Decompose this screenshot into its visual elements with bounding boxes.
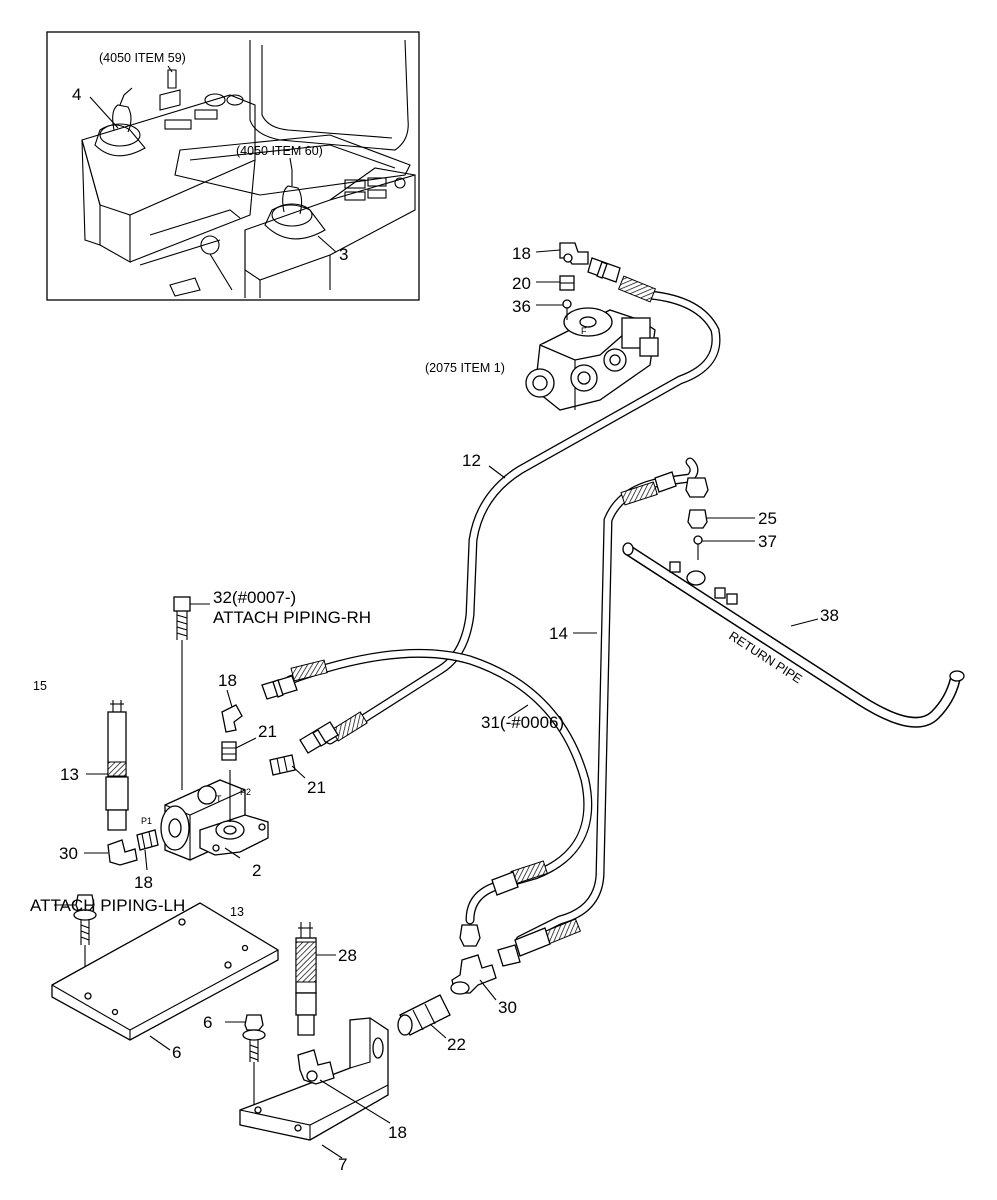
hose-12 <box>299 257 721 754</box>
fitting-stack-valve <box>535 242 589 320</box>
port-p1-label: P1 <box>141 816 152 826</box>
attach-piping-rh-label: 15 <box>33 679 47 693</box>
callout-25: 25 <box>758 509 777 528</box>
hose-15 <box>261 648 593 947</box>
callout-18-valve: 18 <box>512 244 531 263</box>
callout-32: ATTACH PIPING-RH <box>213 608 371 627</box>
return-pipe-38 <box>622 542 965 728</box>
bolt-30-lower <box>225 1014 266 1105</box>
callout-31: 32(#0007-) <box>213 588 296 607</box>
callout-36: 36 <box>512 297 531 316</box>
callout-38: 38 <box>820 606 839 625</box>
adapter-22 <box>397 994 451 1039</box>
callout-6: 6 <box>172 1043 181 1062</box>
callout-21-p2: 21 <box>307 778 326 797</box>
callout-30-upper: ATTACH PIPING-LH <box>30 896 185 915</box>
callout-12: 12 <box>462 451 481 470</box>
pilot-valve-2 <box>160 770 269 861</box>
control-valve <box>525 307 659 411</box>
elbow-18-upper <box>221 689 243 733</box>
callout-4050-item-59: (4050 ITEM 59) <box>99 51 186 65</box>
callout-21-vertical: 21 <box>258 722 277 741</box>
bolt-31-32 <box>173 596 210 790</box>
callout-18-bracket: 18 <box>388 1123 407 1142</box>
callout-28: 30 <box>498 998 517 1017</box>
cab-inset <box>46 31 420 301</box>
port-p2-label: P2 <box>240 787 251 797</box>
callout-37: 37 <box>758 532 777 551</box>
connector-21-p2 <box>269 754 306 779</box>
callout-13-lh: 28 <box>338 946 357 965</box>
bracket-7 <box>239 1017 389 1159</box>
callout-15: 31(-#0006) <box>481 713 564 732</box>
hose-14 <box>497 457 709 967</box>
callout-7: 7 <box>338 1155 347 1174</box>
elbow-18-left <box>84 839 138 866</box>
connector-21-p1 <box>136 829 159 871</box>
fitting-25-37 <box>687 509 755 560</box>
hose-13-rh <box>86 700 129 831</box>
callout-2: 2 <box>252 861 261 880</box>
bolt-30-upper <box>54 894 97 995</box>
callout-20: 20 <box>512 274 531 293</box>
port-f-label: F <box>581 326 587 336</box>
connector-21-vertical <box>221 737 257 761</box>
callout-4: 4 <box>72 85 81 104</box>
attach-piping-lh-label: 13 <box>230 905 244 919</box>
tee-28 <box>450 954 497 1001</box>
callout-4050-item-60: (4050 ITEM 60) <box>236 144 323 158</box>
callout-3: 3 <box>339 245 348 264</box>
elbow-18-bracket <box>297 1049 391 1124</box>
callout-21-p1: 18 <box>134 873 153 892</box>
hose-13-lh <box>295 922 336 1036</box>
callout-18-left: 30 <box>59 844 78 863</box>
callout-22: 22 <box>447 1035 466 1054</box>
callout-13-rh: 13 <box>60 765 79 784</box>
callout-18-upper: 18 <box>218 671 237 690</box>
inset-frame <box>46 31 420 301</box>
callout-14: 14 <box>549 624 568 643</box>
callout-2075-item-1: (2075 ITEM 1) <box>425 361 505 375</box>
port-t-label: T <box>216 794 222 804</box>
callout-30-lower: 6 <box>203 1013 212 1032</box>
base-plate-6 <box>51 902 279 1051</box>
